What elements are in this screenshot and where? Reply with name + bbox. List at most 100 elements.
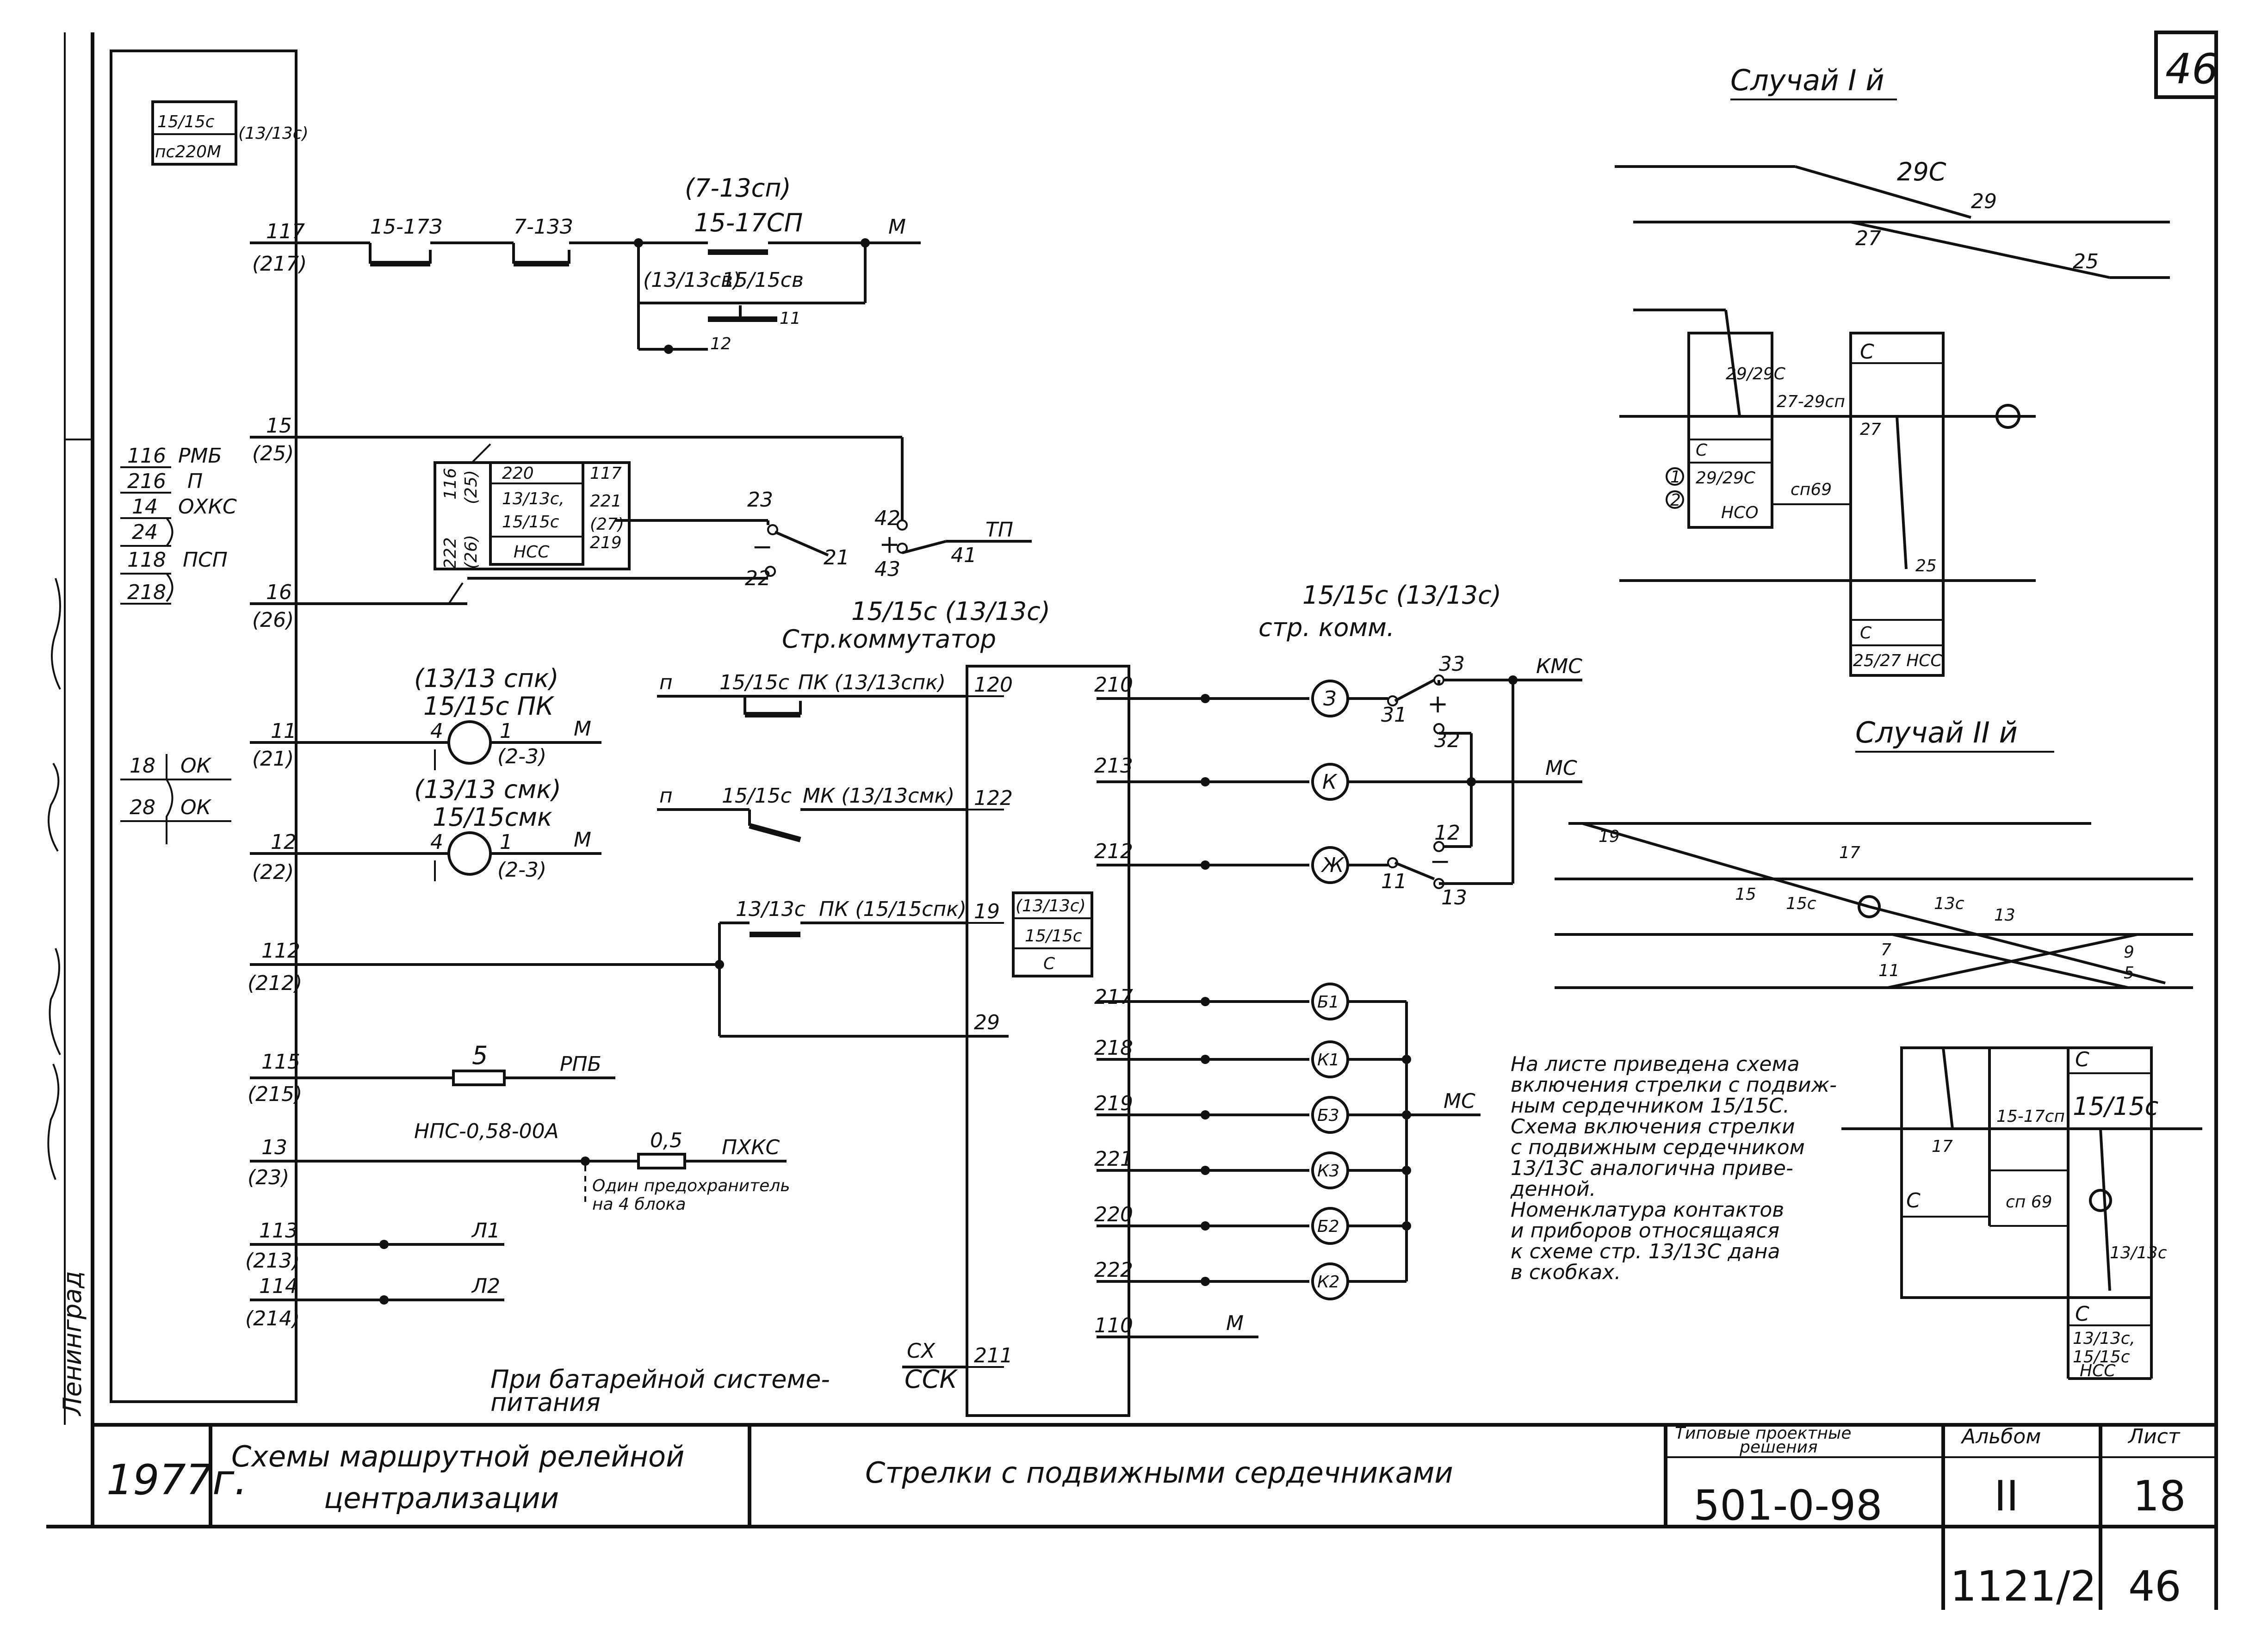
svg-text:С: С: [1906, 1189, 1921, 1212]
svg-text:16: 16: [266, 581, 292, 604]
svg-text:19: 19: [974, 900, 1000, 923]
svg-text:С: С: [2075, 1302, 2089, 1326]
svg-text:110: 110: [1094, 1314, 1133, 1337]
svg-text:12: 12: [1434, 821, 1460, 845]
svg-text:ТП: ТП: [985, 518, 1013, 542]
svg-text:7: 7: [1881, 940, 1891, 959]
svg-text:15/15с: 15/15с: [719, 671, 789, 694]
svg-text:Л1: Л1: [471, 1219, 500, 1243]
svg-text:116: 116: [127, 444, 166, 468]
svg-text:−: −: [752, 532, 773, 561]
svg-text:17: 17: [1839, 843, 1860, 862]
svg-text:ОХКС: ОХКС: [178, 495, 237, 519]
plug-top-2: пс220М: [155, 142, 221, 161]
circuit-13: 13 (23) НПС-0,58-00А 0,5 ПХКС Один предо…: [248, 1119, 790, 1214]
svg-text:21: 21: [824, 546, 849, 569]
terminal-group-a: 116 РМБ 216 П 14 ОХКС 24 118 ПСП 218: [120, 444, 237, 605]
svg-text:19: 19: [1599, 827, 1620, 846]
svg-text:(23): (23): [248, 1166, 289, 1189]
svg-text:Случай II й: Случай II й: [1855, 716, 2018, 749]
svg-text:115: 115: [261, 1050, 300, 1074]
svg-text:П: П: [187, 470, 203, 493]
svg-text:221: 221: [1094, 1147, 1133, 1171]
svg-text:М: М: [888, 215, 906, 239]
svg-text:217: 217: [1094, 985, 1133, 1009]
svg-text:501-0-98: 501-0-98: [1693, 1481, 1883, 1530]
svg-text:15/15с (13/13с): 15/15с (13/13с): [1302, 581, 1501, 610]
svg-text:Ж: Ж: [1320, 854, 1345, 877]
circuit-112: 112 (212): [248, 922, 1009, 1038]
svg-text:5: 5: [472, 1041, 488, 1070]
svg-text:15-17З: 15-17З: [370, 215, 442, 239]
svg-text:+: +: [879, 530, 900, 559]
svg-text:15: 15: [1735, 885, 1756, 904]
svg-text:(26): (26): [462, 535, 481, 569]
circuit-15-16: 15 (25) 16 (26): [250, 414, 904, 632]
svg-text:(27): (27): [590, 515, 624, 534]
svg-text:С: С: [2075, 1048, 2089, 1071]
svg-text:13/13с,: 13/13с,: [2073, 1329, 2135, 1348]
svg-text:+: +: [1427, 689, 1448, 718]
battery-note-2: питания: [490, 1388, 601, 1417]
svg-text:46: 46: [2128, 1562, 2181, 1611]
svg-text:ОК: ОК: [180, 754, 212, 778]
svg-text:117: 117: [590, 464, 622, 483]
case-2: Случай II й 19 17 15 15с 13с 13 7 11 9 5: [1555, 716, 2202, 1380]
svg-text:(215): (215): [248, 1082, 302, 1106]
svg-text:15/15смк: 15/15смк: [433, 803, 552, 832]
svg-text:НСО: НСО: [1721, 503, 1759, 522]
svg-text:15: 15: [266, 414, 292, 438]
case-1: Случай I й 29С 29 27 25 С 29/29С 27-29сп…: [1615, 63, 2170, 677]
svg-text:(212): (212): [248, 971, 302, 995]
svg-text:27: 27: [1860, 420, 1881, 439]
svg-text:18: 18: [130, 754, 155, 778]
svg-text:4: 4: [430, 719, 443, 743]
svg-text:218: 218: [1094, 1036, 1133, 1060]
svg-text:221: 221: [590, 492, 622, 511]
rack-panel: [110, 49, 297, 1403]
svg-text:МК (13/13смк): МК (13/13смк): [803, 784, 954, 808]
svg-text:120: 120: [974, 673, 1013, 697]
svg-text:(217): (217): [252, 252, 307, 276]
svg-text:−: −: [1430, 847, 1450, 876]
relay-block: 220 13/13с, 15/15с НСС 116 (25) 222 (26)…: [434, 443, 631, 605]
svg-text:22: 22: [745, 567, 771, 590]
svg-text:ным сердечником 15/15С.: ным сердечником 15/15С.: [1511, 1094, 1790, 1118]
svg-text:централизации: централизации: [324, 1481, 559, 1515]
svg-text:Б3: Б3: [1317, 1106, 1339, 1125]
svg-text:13с: 13с: [1934, 894, 1964, 913]
svg-text:27-29сп: 27-29сп: [1777, 392, 1845, 411]
svg-text:13/13с: 13/13с: [736, 897, 806, 921]
svg-text:18: 18: [2133, 1472, 2186, 1521]
battery-note: При батарейной системе-: [490, 1365, 830, 1394]
svg-text:1: 1: [1670, 468, 1681, 487]
svg-text:1: 1: [500, 719, 513, 743]
svg-text:15-17сп: 15-17сп: [1996, 1107, 2065, 1126]
svg-text:решения: решения: [1739, 1438, 1818, 1457]
svg-text:15/15с: 15/15с: [2073, 1348, 2130, 1367]
svg-text:117: 117: [266, 220, 305, 243]
svg-text:219: 219: [1094, 1092, 1133, 1115]
svg-text:сп 69: сп 69: [2006, 1193, 2052, 1212]
svg-text:Схемы маршрутной релейной: Схемы маршрутной релейной: [231, 1440, 684, 1473]
svg-text:включения стрелки с подвиж-: включения стрелки с подвиж-: [1511, 1073, 1837, 1097]
svg-text:МС: МС: [1444, 1089, 1475, 1113]
svg-text:к схеме стр. 13/13С дана: к схеме стр. 13/13С дана: [1511, 1240, 1780, 1263]
svg-text:НСС: НСС: [514, 543, 550, 562]
svg-text:0,5: 0,5: [650, 1129, 682, 1152]
svg-text:1977г.: 1977г.: [106, 1456, 248, 1504]
svg-text:Типовые проектные: Типовые проектные: [1675, 1424, 1852, 1443]
svg-text:стр. комм.: стр. комм.: [1258, 613, 1394, 642]
svg-text:11: 11: [1381, 870, 1407, 893]
svg-text:25: 25: [1915, 557, 1937, 575]
svg-text:п: п: [659, 784, 673, 808]
svg-text:220: 220: [502, 464, 534, 483]
svg-text:29С: 29С: [1897, 157, 1946, 186]
svg-text:13: 13: [261, 1136, 287, 1159]
svg-text:11: 11: [1878, 961, 1900, 980]
svg-text:(214): (214): [245, 1307, 300, 1330]
svg-text:17: 17: [1932, 1137, 1953, 1156]
signature-scribbles: [47, 578, 61, 1180]
ssk-label: ССК: [905, 1365, 958, 1394]
svg-text:НСС: НСС: [2080, 1361, 2116, 1380]
